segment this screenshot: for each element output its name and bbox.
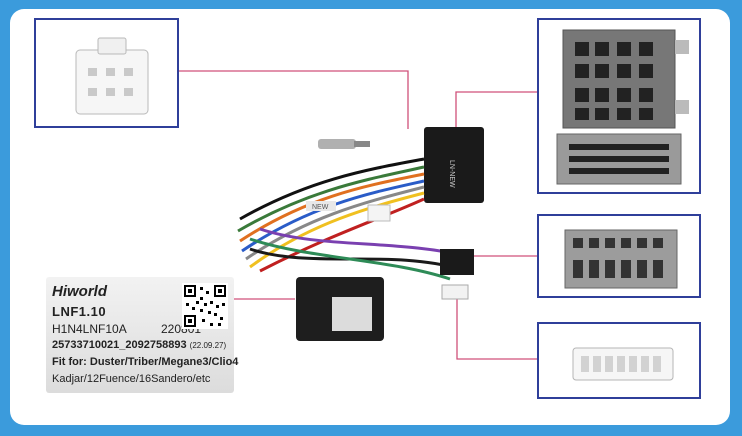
iso-connector-illustration bbox=[556, 29, 689, 185]
product-label: Hiworld LNF1.10 H1N4LNF10A 220801 257337… bbox=[46, 277, 238, 393]
white-long-connector-illustration bbox=[572, 347, 674, 381]
fit-for-line-2: Kadjar/12Fuence/16Sandero/etc bbox=[52, 373, 211, 385]
brand-name: Hiworld bbox=[52, 283, 107, 300]
serial-number: 25733710021_2092758893 bbox=[52, 339, 187, 351]
connector-white-small-box bbox=[34, 18, 179, 128]
white-connector-illustration bbox=[75, 37, 149, 115]
connector-white-long-box bbox=[537, 322, 701, 399]
fit-for-line-1: Fit for: Duster/Triber/Megane3/Clio4 bbox=[52, 356, 239, 368]
product-card: LN-NEW NEW Hiworld LNF1 bbox=[10, 9, 730, 425]
serial-line: 25733710021_2092758893 (22.09.27) bbox=[52, 339, 226, 351]
leader-lines bbox=[178, 70, 537, 360]
model-number: LNF1.10 bbox=[52, 304, 107, 319]
qr-code-icon bbox=[182, 283, 228, 329]
connector-iso-box bbox=[537, 18, 701, 194]
part-code: H1N4LNF10A bbox=[52, 322, 127, 336]
grey-block-connector-illustration bbox=[564, 229, 678, 289]
connector-grey-block-box bbox=[537, 214, 701, 298]
serial-date: (22.09.27) bbox=[189, 341, 227, 350]
